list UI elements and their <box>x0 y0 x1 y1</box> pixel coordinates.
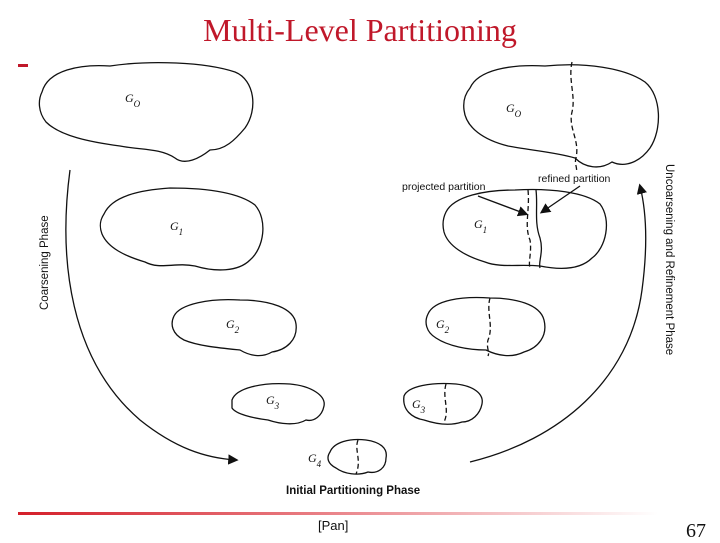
partition-line-g4 <box>355 439 359 475</box>
uncoarsening-phase-label: Uncoarsening and Refinement Phase <box>663 164 675 355</box>
graph-g4-outline <box>327 438 387 475</box>
citation: [Pan] <box>318 518 349 533</box>
graph-g1-left-outline <box>99 187 264 271</box>
label-g0-left: GO <box>125 91 141 109</box>
slide-title: Multi-Level Partitioning <box>203 12 517 48</box>
graph-g3-right-outline <box>403 382 483 425</box>
uncoarsening-arrow <box>469 183 647 463</box>
partition-line-g1-right-refined <box>535 189 543 269</box>
projected-partition-pointer <box>477 195 529 217</box>
partition-line-g0-right <box>570 61 578 173</box>
partition-line-g3-right <box>443 383 447 423</box>
refined-partition-label: refined partition <box>538 173 611 185</box>
label-g2-right: G2 <box>436 317 450 335</box>
label-g3-left: G3 <box>266 393 280 411</box>
graph-g0-left-outline <box>38 62 254 162</box>
graph-g1-right-outline <box>442 188 608 270</box>
coarsening-phase-label: Coarsening Phase <box>39 215 51 310</box>
label-g3-right: G3 <box>412 397 426 415</box>
label-g2-left: G2 <box>226 317 240 335</box>
graph-g0-right-outline <box>463 64 660 168</box>
graph-g2-left-outline <box>171 298 297 357</box>
label-g1-left: G1 <box>170 219 183 237</box>
partition-line-g2-right <box>486 297 491 357</box>
partition-line-g1-right-projected <box>526 189 532 269</box>
label-g1-right: G1 <box>474 217 487 235</box>
projected-partition-label: projected partition <box>402 181 486 193</box>
title-bullet-dash <box>18 64 28 67</box>
initial-partitioning-label: Initial Partitioning Phase <box>286 485 420 497</box>
graph-g3-left-outline <box>231 382 325 425</box>
label-g4: G4 <box>308 451 322 469</box>
footer-divider <box>18 512 658 515</box>
refined-partition-pointer <box>539 185 581 214</box>
label-g0-right: GO <box>506 101 522 119</box>
page-number: 67 <box>686 520 706 542</box>
coarsening-arrow <box>65 169 239 465</box>
